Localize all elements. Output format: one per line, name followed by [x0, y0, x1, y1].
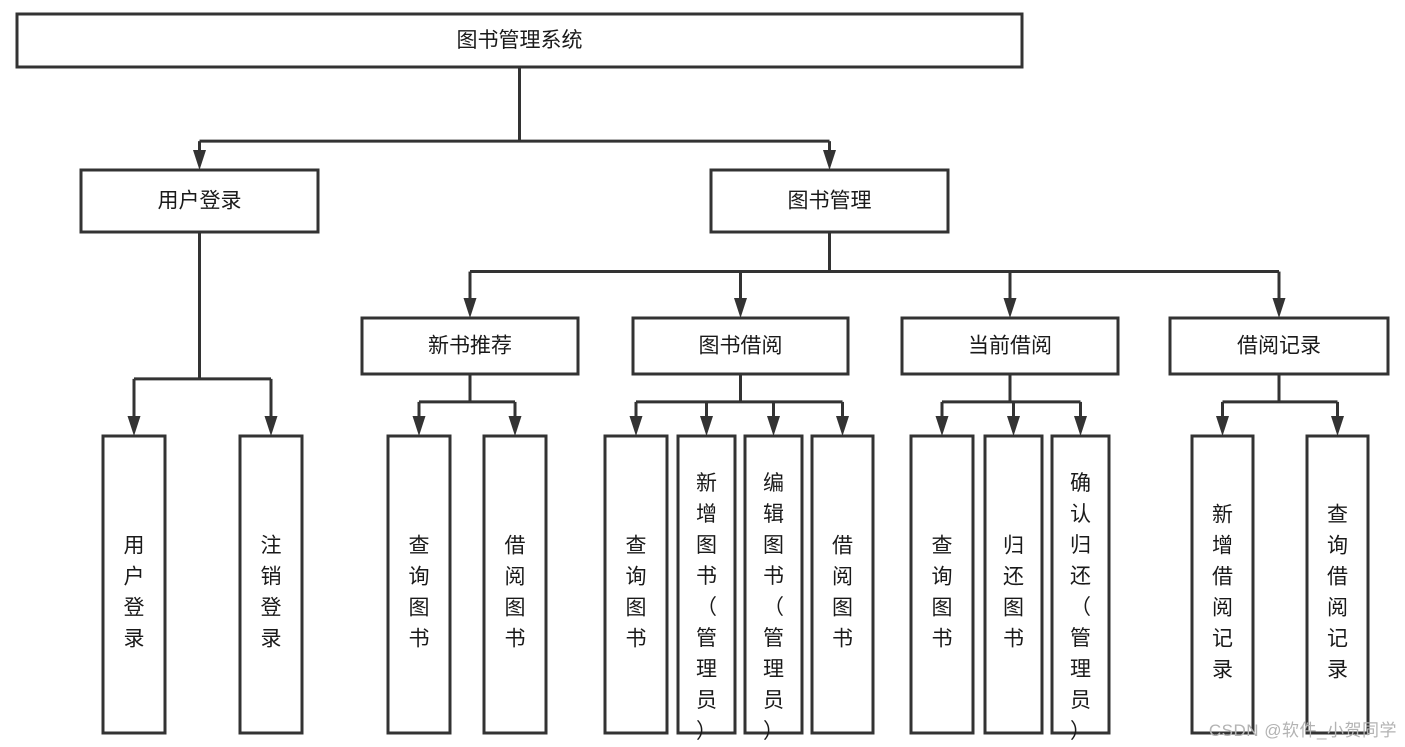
node-box — [676, 434, 737, 735]
arrow-head-icon — [127, 416, 141, 436]
node-leaf-query-record[interactable]: 查询借阅记录 — [1305, 434, 1370, 735]
arrow-head-icon — [264, 416, 278, 436]
node-label: 查询图书 — [626, 534, 647, 650]
node-book-borrow[interactable]: 图书借阅 — [631, 316, 850, 376]
node-leaf-edit-book[interactable]: 编辑图书（管理员） — [743, 434, 804, 743]
node-box — [238, 434, 304, 735]
node-new-book-rec[interactable]: 新书推荐 — [360, 316, 580, 376]
node-label: 新增图书（管理员） — [696, 472, 717, 743]
node-box — [360, 316, 580, 376]
node-box — [482, 434, 548, 735]
node-box — [79, 168, 320, 234]
node-label: 借阅记录 — [1237, 335, 1321, 358]
arrow-head-icon — [823, 150, 836, 170]
connector-group-borrow-record — [1216, 374, 1344, 436]
node-label: 注销登录 — [261, 534, 282, 650]
node-current-borrow[interactable]: 当前借阅 — [900, 316, 1120, 376]
node-box — [603, 434, 669, 735]
node-box — [709, 168, 950, 234]
node-leaf-confirm-return[interactable]: 确认归还（管理员） — [1050, 434, 1111, 743]
node-layer: 图书管理系统用户登录图书管理新书推荐图书借阅当前借阅借阅记录用户登录注销登录查询… — [15, 12, 1390, 743]
node-box — [743, 434, 804, 735]
arrow-head-icon — [700, 416, 713, 436]
node-leaf-user-logout[interactable]: 注销登录 — [238, 434, 304, 735]
node-leaf-borrow-book-2[interactable]: 借阅图书 — [810, 434, 875, 735]
node-borrow-record[interactable]: 借阅记录 — [1168, 316, 1390, 376]
arrow-head-icon — [1216, 416, 1229, 436]
node-box — [1168, 316, 1390, 376]
arrow-head-icon — [1007, 416, 1020, 436]
node-label: 借阅图书 — [505, 534, 526, 650]
connector-group-root — [193, 67, 836, 170]
arrow-head-icon — [836, 416, 849, 436]
connector-group-user-login — [127, 232, 278, 436]
node-label: 用户登录 — [158, 190, 242, 213]
arrow-head-icon — [193, 150, 206, 170]
node-box — [15, 12, 1024, 69]
node-leaf-query-book-3[interactable]: 查询图书 — [909, 434, 975, 735]
connector-group-book-manage — [463, 232, 1286, 318]
node-label: 用户登录 — [124, 534, 145, 650]
arrow-head-icon — [412, 416, 426, 436]
arrow-head-icon — [1331, 416, 1344, 436]
node-box — [631, 316, 850, 376]
node-label: 新增借阅记录 — [1212, 503, 1233, 681]
node-label: 图书管理系统 — [457, 29, 583, 52]
node-label: 借阅图书 — [832, 534, 853, 650]
arrow-head-icon — [1272, 298, 1286, 318]
arrow-head-icon — [935, 416, 949, 436]
node-box — [900, 316, 1120, 376]
node-box — [909, 434, 975, 735]
arrow-head-icon — [629, 416, 643, 436]
node-label: 图书管理 — [788, 190, 872, 213]
node-label: 查询图书 — [932, 534, 953, 650]
node-leaf-return-book[interactable]: 归还图书 — [983, 434, 1044, 735]
connector-group-new-book-rec — [412, 374, 522, 436]
node-box — [101, 434, 167, 735]
node-leaf-query-book-1[interactable]: 查询图书 — [386, 434, 452, 735]
arrow-head-icon — [734, 298, 747, 318]
node-label: 图书借阅 — [699, 335, 783, 358]
node-root[interactable]: 图书管理系统 — [15, 12, 1024, 69]
connector-group-book-borrow — [629, 374, 849, 436]
arrow-head-icon — [508, 416, 522, 436]
node-label: 归还图书 — [1003, 534, 1024, 650]
arrow-head-icon — [463, 298, 477, 318]
node-book-manage[interactable]: 图书管理 — [709, 168, 950, 234]
node-box — [983, 434, 1044, 735]
node-leaf-query-book-2[interactable]: 查询图书 — [603, 434, 669, 735]
node-box — [1050, 434, 1111, 735]
node-label: 新书推荐 — [428, 335, 512, 358]
arrow-head-icon — [1003, 298, 1017, 318]
node-label: 查询借阅记录 — [1327, 503, 1348, 681]
node-leaf-add-book[interactable]: 新增图书（管理员） — [676, 434, 737, 743]
node-label: 查询图书 — [409, 534, 430, 650]
node-user-login[interactable]: 用户登录 — [79, 168, 320, 234]
node-box — [386, 434, 452, 735]
node-leaf-add-record[interactable]: 新增借阅记录 — [1190, 434, 1255, 735]
node-label: 确认归还（管理员） — [1070, 472, 1091, 743]
arrow-head-icon — [1074, 416, 1087, 436]
node-box — [810, 434, 875, 735]
node-label: 当前借阅 — [968, 335, 1052, 358]
arrow-head-icon — [767, 416, 780, 436]
node-box — [1305, 434, 1370, 735]
connector-group-current-borrow — [935, 374, 1087, 436]
node-label: 编辑图书（管理员） — [763, 472, 784, 743]
node-box — [1190, 434, 1255, 735]
node-leaf-user-login[interactable]: 用户登录 — [101, 434, 167, 735]
node-leaf-borrow-book-1[interactable]: 借阅图书 — [482, 434, 548, 735]
connector-layer — [127, 67, 1344, 436]
